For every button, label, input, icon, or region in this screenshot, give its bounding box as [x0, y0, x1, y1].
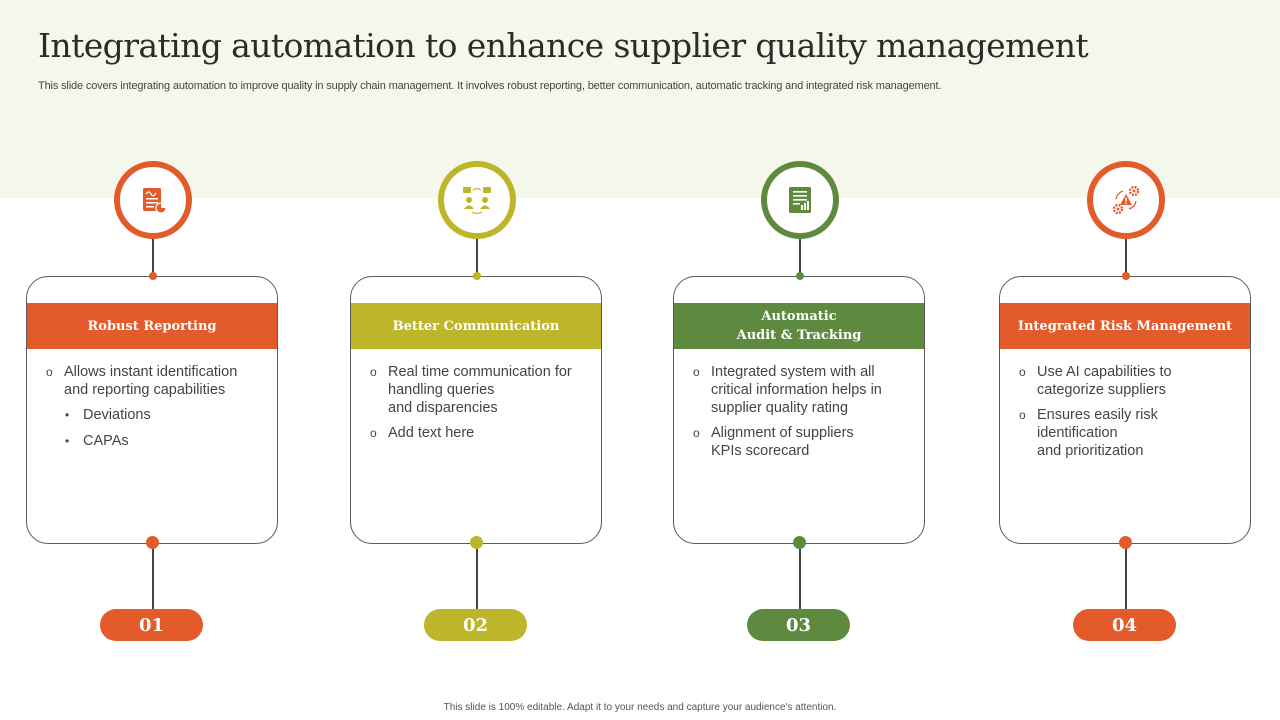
card-body: Real time communication for handling que…: [369, 363, 587, 449]
icon-ring: [1087, 161, 1165, 239]
card-heading: Robust Reporting: [27, 303, 277, 349]
card-body: Use AI capabilities to categorize suppli…: [1018, 363, 1236, 467]
header-band: [0, 0, 1280, 198]
page-title: Integrating automation to enhance suppli…: [38, 26, 1089, 65]
column-risk-management: Integrated Risk Management Use AI capabi…: [999, 0, 1253, 720]
card: Robust Reporting Allows instant identifi…: [26, 276, 278, 544]
icon-ring: [761, 161, 839, 239]
card-body: Allows instant identification and report…: [45, 363, 263, 458]
connector-dot: [793, 536, 806, 549]
sub-bullet-item: CAPAs: [45, 432, 263, 450]
footer-note: This slide is 100% editable. Adapt it to…: [443, 702, 837, 713]
sub-bullet-item: Deviations: [45, 406, 263, 424]
connector-line: [152, 542, 154, 609]
connector-line: [476, 542, 478, 609]
bullet-item: Add text here: [369, 424, 587, 442]
connector-dot: [1119, 536, 1132, 549]
team-communication-icon: [463, 187, 491, 215]
connector-dot: [796, 272, 804, 280]
card: Integrated Risk Management Use AI capabi…: [999, 276, 1251, 544]
connector-line: [476, 239, 478, 276]
connector-line: [152, 239, 154, 276]
connector-dot: [149, 272, 157, 280]
connector-line: [1125, 542, 1127, 609]
connector-dot: [470, 536, 483, 549]
connector-dot: [1122, 272, 1130, 280]
column-robust-reporting: Robust Reporting Allows instant identifi…: [26, 0, 280, 720]
audit-report-icon: [789, 187, 811, 213]
risk-gears-icon: [1112, 185, 1140, 215]
step-number: 01: [100, 609, 203, 641]
card-heading: Better Communication: [351, 303, 601, 349]
card: Better Communication Real time communica…: [350, 276, 602, 544]
step-number: 02: [424, 609, 527, 641]
bullet-item: Allows instant identification and report…: [45, 363, 263, 399]
page-subtitle: This slide covers integrating automation…: [38, 80, 942, 92]
icon-ring: [114, 161, 192, 239]
column-better-communication: Better Communication Real time communica…: [350, 0, 604, 720]
connector-line: [1125, 239, 1127, 276]
card-body: Integrated system with all critical info…: [692, 363, 910, 467]
bullet-item: Real time communication for handling que…: [369, 363, 587, 417]
icon-ring: [438, 161, 516, 239]
report-document-icon: [143, 188, 167, 214]
step-number: 04: [1073, 609, 1176, 641]
connector-dot: [473, 272, 481, 280]
card-heading: Integrated Risk Management: [1000, 303, 1250, 349]
column-audit-tracking: Automatic Audit & Tracking Integrated sy…: [673, 0, 927, 720]
connector-line: [799, 542, 801, 609]
bullet-item: Alignment of suppliers KPIs scorecard: [692, 424, 910, 460]
bullet-item: Ensures easily risk identification and p…: [1018, 406, 1236, 460]
card: Automatic Audit & Tracking Integrated sy…: [673, 276, 925, 544]
bullet-item: Use AI capabilities to categorize suppli…: [1018, 363, 1236, 399]
bullet-item: Integrated system with all critical info…: [692, 363, 910, 417]
connector-dot: [146, 536, 159, 549]
card-heading: Automatic Audit & Tracking: [674, 303, 924, 349]
connector-line: [799, 239, 801, 276]
step-number: 03: [747, 609, 850, 641]
